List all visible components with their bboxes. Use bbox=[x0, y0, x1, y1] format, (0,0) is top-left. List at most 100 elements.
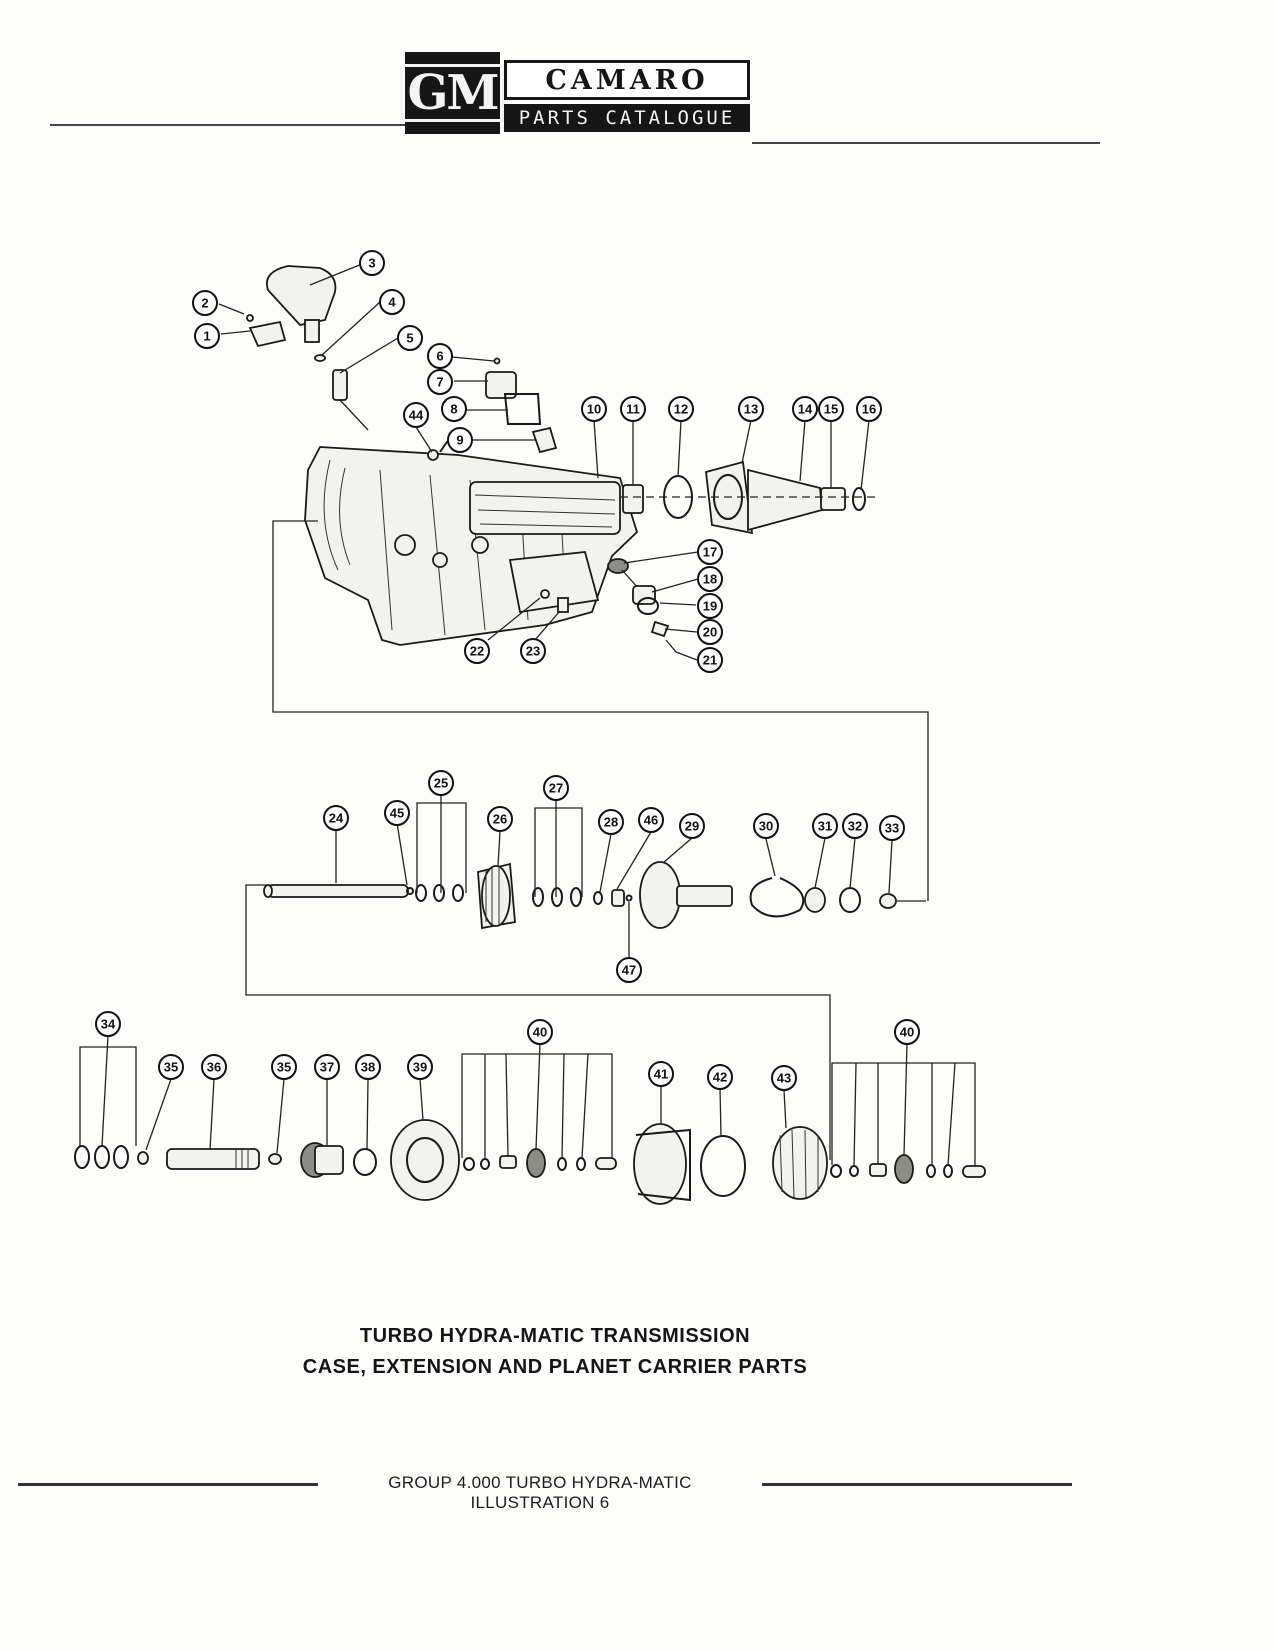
callout-number: 17 bbox=[703, 545, 717, 560]
callout-9: 9 bbox=[447, 427, 473, 453]
callout-number: 20 bbox=[703, 625, 717, 640]
callout-24: 24 bbox=[323, 805, 349, 831]
callout-31: 31 bbox=[812, 813, 838, 839]
callout-number: 44 bbox=[409, 408, 424, 423]
callout-number: 10 bbox=[587, 402, 601, 417]
callout-16: 16 bbox=[856, 396, 882, 422]
planet-carrier-assembly bbox=[74, 1119, 986, 1205]
callout-35: 35 bbox=[158, 1054, 184, 1080]
callout-number: 47 bbox=[622, 963, 636, 978]
callout-3: 3 bbox=[359, 250, 385, 276]
footer-text: GROUP 4.000 TURBO HYDRA-MATIC ILLUSTRATI… bbox=[388, 1473, 692, 1512]
callout-number: 36 bbox=[207, 1060, 221, 1075]
callout-number: 4 bbox=[388, 295, 396, 310]
callout-22: 22 bbox=[464, 638, 490, 664]
callout-40: 40 bbox=[894, 1019, 920, 1045]
callout-number: 39 bbox=[413, 1060, 427, 1075]
callout-47: 47 bbox=[616, 957, 642, 983]
callout-number: 29 bbox=[685, 819, 699, 834]
governor-cover-parts bbox=[485, 357, 558, 454]
callout-6: 6 bbox=[427, 343, 453, 369]
callout-number: 15 bbox=[824, 402, 838, 417]
callout-number: 22 bbox=[470, 644, 484, 659]
callout-20: 20 bbox=[697, 619, 723, 645]
callout-30: 30 bbox=[753, 813, 779, 839]
callout-number: 19 bbox=[703, 599, 717, 614]
callout-29: 29 bbox=[679, 813, 705, 839]
callout-number: 26 bbox=[493, 812, 507, 827]
callout-number: 42 bbox=[713, 1070, 727, 1085]
callout-42: 42 bbox=[707, 1064, 733, 1090]
callout-35: 35 bbox=[271, 1054, 297, 1080]
callout-number: 7 bbox=[436, 375, 443, 390]
callout-26: 26 bbox=[487, 806, 513, 832]
callout-number: 18 bbox=[703, 572, 717, 587]
callout-23: 23 bbox=[520, 638, 546, 664]
callout-25: 25 bbox=[428, 770, 454, 796]
callout-36: 36 bbox=[201, 1054, 227, 1080]
callout-number: 31 bbox=[818, 819, 832, 834]
callout-41: 41 bbox=[648, 1061, 674, 1087]
gm-camaro-logo: GM CAMARO PARTS CATALOGUE bbox=[400, 52, 752, 134]
leader-lines bbox=[79, 263, 976, 1167]
callout-40: 40 bbox=[527, 1019, 553, 1045]
callout-12: 12 bbox=[668, 396, 694, 422]
callout-number: 35 bbox=[164, 1060, 178, 1075]
callout-11: 11 bbox=[620, 396, 646, 422]
speedometer-parts bbox=[540, 558, 677, 653]
callout-45: 45 bbox=[384, 800, 410, 826]
callout-1: 1 bbox=[194, 323, 220, 349]
caption-line-2: CASE, EXTENSION AND PLANET CARRIER PARTS bbox=[302, 1356, 808, 1378]
callout-number: 13 bbox=[744, 402, 758, 417]
output-shaft-assembly bbox=[263, 861, 926, 930]
callout-17: 17 bbox=[697, 539, 723, 565]
callout-number: 34 bbox=[101, 1017, 116, 1032]
callout-number: 3 bbox=[368, 256, 375, 271]
callout-46: 46 bbox=[638, 807, 664, 833]
callout-number: 38 bbox=[361, 1060, 375, 1075]
callout-8: 8 bbox=[441, 396, 467, 422]
gm-emblem-text: GM bbox=[400, 64, 505, 122]
callout-4: 4 bbox=[379, 289, 405, 315]
callout-number: 32 bbox=[848, 819, 862, 834]
modulator-parts bbox=[246, 265, 369, 431]
footer-rule-right bbox=[762, 1483, 1072, 1486]
callout-number: 11 bbox=[626, 402, 640, 417]
callout-34: 34 bbox=[95, 1011, 121, 1037]
callout-19: 19 bbox=[697, 593, 723, 619]
transmission-case bbox=[304, 446, 639, 646]
callout-number: 30 bbox=[759, 819, 773, 834]
model-name-box: CAMARO bbox=[504, 60, 750, 100]
catalogue-label: PARTS CATALOGUE bbox=[518, 107, 736, 129]
footer-rule-left bbox=[18, 1483, 318, 1486]
catalogue-banner: PARTS CATALOGUE bbox=[504, 104, 750, 132]
callout-number: 1 bbox=[203, 329, 210, 344]
callout-44: 44 bbox=[403, 402, 429, 428]
illustration-caption: TURBO HYDRA-MATIC TRANSMISSION CASE, EXT… bbox=[0, 1321, 1110, 1383]
header-rule-right bbox=[752, 142, 1100, 144]
callout-18: 18 bbox=[697, 566, 723, 592]
callout-number: 23 bbox=[526, 644, 540, 659]
model-name: CAMARO bbox=[545, 64, 709, 96]
callout-number: 2 bbox=[201, 296, 208, 311]
callout-number: 41 bbox=[654, 1067, 668, 1082]
callout-number: 40 bbox=[900, 1025, 914, 1040]
callout-number: 40 bbox=[533, 1025, 547, 1040]
callout-39: 39 bbox=[407, 1054, 433, 1080]
callout-number: 37 bbox=[320, 1060, 334, 1075]
callout-15: 15 bbox=[818, 396, 844, 422]
callout-13: 13 bbox=[738, 396, 764, 422]
callout-number: 12 bbox=[674, 402, 688, 417]
callout-32: 32 bbox=[842, 813, 868, 839]
callout-27: 27 bbox=[543, 775, 569, 801]
callout-number: 5 bbox=[406, 331, 413, 346]
page-footer: GROUP 4.000 TURBO HYDRA-MATIC ILLUSTRATI… bbox=[0, 1473, 1275, 1512]
callout-2: 2 bbox=[192, 290, 218, 316]
callout-38: 38 bbox=[355, 1054, 381, 1080]
callout-10: 10 bbox=[581, 396, 607, 422]
callout-number: 14 bbox=[798, 402, 813, 417]
callout-number: 24 bbox=[329, 811, 344, 826]
callout-33: 33 bbox=[879, 815, 905, 841]
callout-number: 27 bbox=[549, 781, 563, 796]
